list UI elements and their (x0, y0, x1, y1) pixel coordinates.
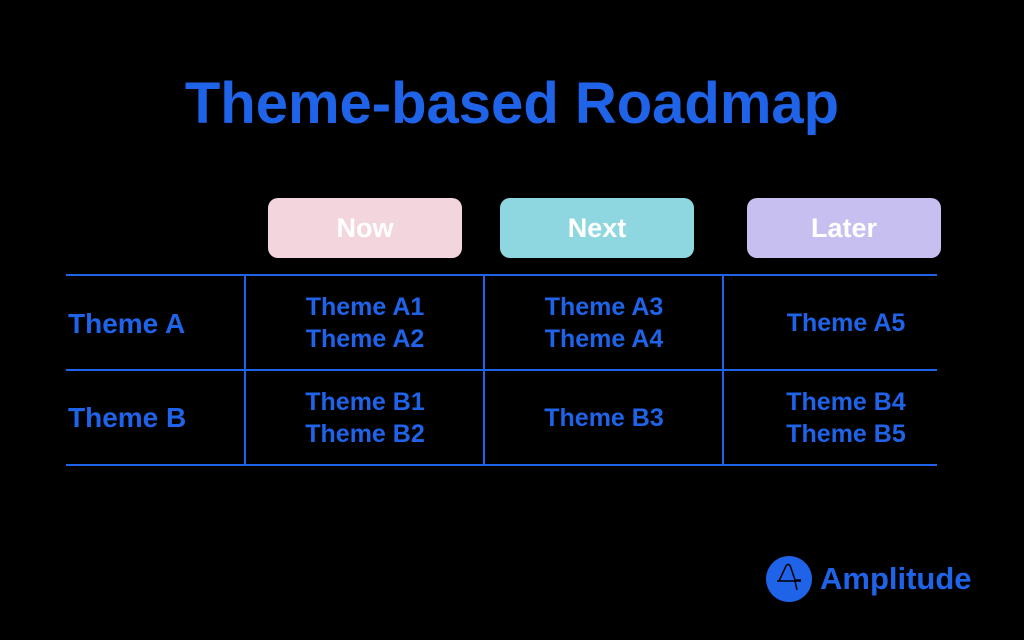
amplitude-logo-icon (766, 556, 812, 602)
column-header-now: Now (268, 198, 462, 258)
row-label-theme-b: Theme B (68, 402, 187, 433)
cell-item: Theme A2 (305, 324, 425, 353)
table-cell: Theme B4 Theme B5 (727, 371, 965, 464)
table-row-divider (66, 369, 937, 371)
table-cell: Theme A3 Theme A4 (485, 276, 723, 369)
cell-item: Theme A1 (305, 292, 425, 321)
cell-item: Theme B4 (786, 387, 906, 416)
column-divider (244, 275, 246, 466)
column-header-next: Next (500, 198, 694, 258)
row-label-theme-a: Theme A (68, 308, 186, 339)
column-header-later: Later (747, 198, 941, 258)
table-cell: Theme B3 (485, 371, 723, 464)
table-cell: Theme A1 Theme A2 (246, 276, 484, 369)
table-bottom-border (66, 464, 937, 466)
brand-name: Amplitude (820, 561, 972, 596)
column-divider (722, 275, 724, 466)
cell-item: Theme B3 (544, 403, 664, 432)
cell-item: Theme B5 (786, 419, 906, 448)
cell-item: Theme A4 (544, 324, 664, 353)
table-cell: Theme A5 (727, 276, 965, 369)
amplitude-logo: Amplitude (766, 556, 972, 602)
cell-item: Theme B2 (305, 419, 425, 448)
cell-item: Theme B1 (305, 387, 425, 416)
cell-item: Theme A5 (786, 308, 906, 337)
column-divider (483, 275, 485, 466)
table-top-border (66, 274, 937, 276)
page-title: Theme-based Roadmap (184, 71, 840, 136)
cell-item: Theme A3 (544, 292, 664, 321)
table-cell: Theme B1 Theme B2 (246, 371, 484, 464)
